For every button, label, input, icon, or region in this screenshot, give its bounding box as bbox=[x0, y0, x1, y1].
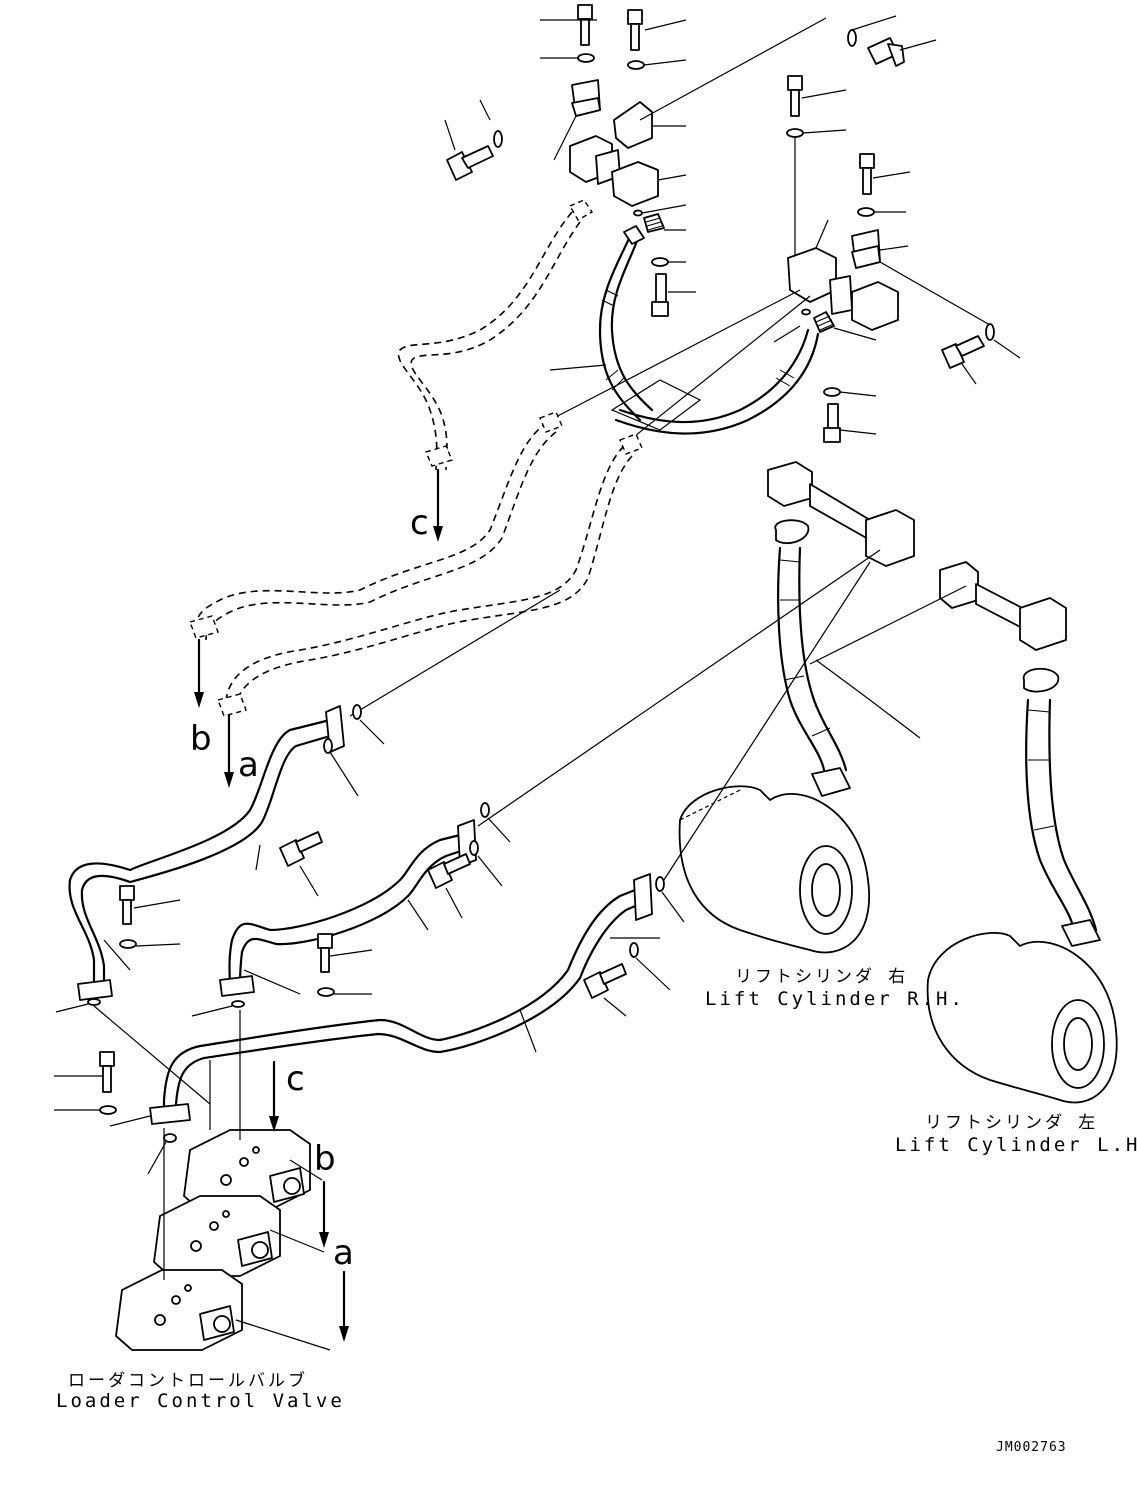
loader-control-valve bbox=[115, 1010, 331, 1351]
valve-mounting-hardware bbox=[54, 998, 245, 1175]
flange bbox=[633, 873, 653, 921]
bolt-side-left bbox=[444, 99, 503, 181]
valve-block bbox=[787, 247, 837, 303]
marker-c-upper: c bbox=[410, 503, 429, 543]
upper-right-valve-block bbox=[773, 75, 1021, 443]
hose-upper-right bbox=[614, 328, 820, 435]
hose-upper-left bbox=[549, 225, 654, 422]
bolt-top-right bbox=[847, 15, 937, 67]
lift-cylinder-lh-label-jp: リフトシリンダ 左 bbox=[925, 1113, 1099, 1133]
arrow-c-upper bbox=[433, 468, 443, 542]
lift-cylinder-rh-label-en: Lift Cylinder R.H. bbox=[705, 988, 965, 1010]
elbow-fitting bbox=[643, 213, 665, 233]
marker-b-lower: b bbox=[314, 1139, 336, 1179]
marker-a-upper: a bbox=[238, 745, 259, 785]
dashed-hose-b bbox=[189, 411, 563, 641]
lift-cylinder-rh-label-jp: リフトシリンダ 右 bbox=[735, 967, 909, 987]
washer bbox=[577, 53, 595, 63]
upper-left-valve-block bbox=[444, 4, 696, 317]
bolt-side-right bbox=[941, 323, 1021, 385]
drawing-code: JM002763 bbox=[996, 1440, 1067, 1455]
washer bbox=[627, 60, 645, 70]
steel-pipe-c bbox=[149, 873, 653, 1125]
arrow-a-lower bbox=[339, 1270, 349, 1342]
loader-control-valve-label-en: Loader Control Valve bbox=[56, 1390, 345, 1412]
bolt-top-1 bbox=[540, 4, 597, 46]
marker-b-upper: b bbox=[190, 719, 212, 759]
arrow-a-upper bbox=[224, 714, 234, 788]
pipe-a-hardware bbox=[103, 704, 385, 971]
clamp bbox=[613, 101, 653, 149]
marker-a-lower: a bbox=[333, 1233, 354, 1273]
lift-cylinder-rh-piping bbox=[767, 461, 921, 797]
lift-cylinder-lh-piping bbox=[809, 561, 1101, 947]
lift-cylinder-lh bbox=[926, 932, 1118, 1104]
arrow-c-lower bbox=[269, 1060, 279, 1132]
pipe-b-hardware bbox=[243, 802, 511, 997]
steel-pipe-a bbox=[68, 589, 561, 1001]
elbow-fitting bbox=[813, 311, 835, 333]
dashed-hose-c bbox=[397, 199, 593, 471]
lift-cylinder-lh-label-en: Lift Cylinder L.H. bbox=[895, 1134, 1137, 1156]
bolt-top-2 bbox=[627, 9, 687, 51]
marker-c-lower: c bbox=[286, 1059, 305, 1099]
lift-cylinder-rh bbox=[659, 561, 871, 954]
arrow-b-upper bbox=[194, 638, 204, 708]
arrow-b-lower bbox=[319, 1180, 329, 1248]
dashed-hose-a bbox=[217, 433, 643, 717]
pipe-c-hardware bbox=[583, 876, 685, 1017]
loader-control-valve-label-jp: ローダコントロールバルブ bbox=[68, 1371, 308, 1391]
